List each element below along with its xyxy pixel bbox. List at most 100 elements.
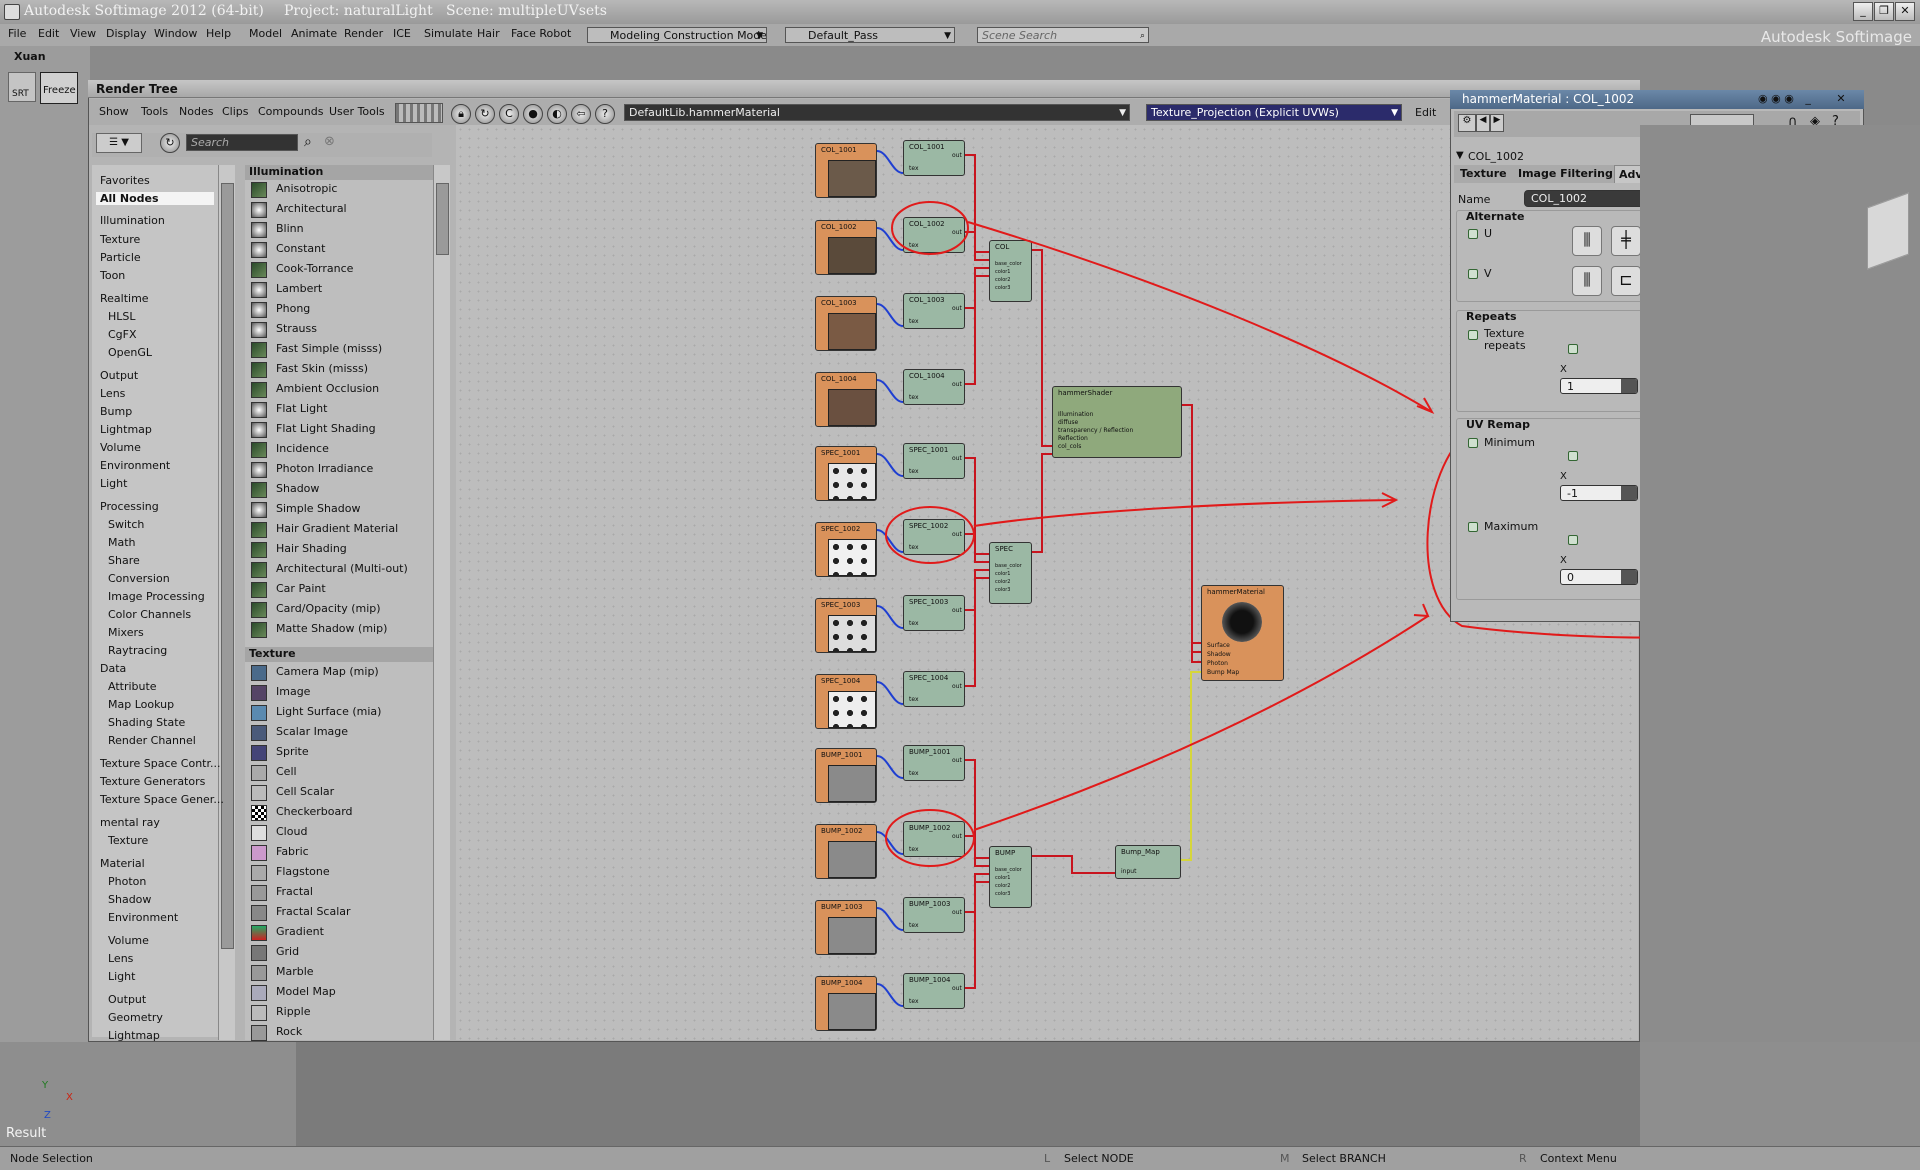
nav-item[interactable]: Lens <box>100 387 126 400</box>
prev-arrow-icon[interactable]: ◀ <box>1476 114 1490 132</box>
nav-item[interactable]: Illumination <box>100 214 165 227</box>
material-path-dropdown[interactable]: DefaultLib.hammerMaterial▼ <box>624 104 1130 121</box>
nav-item[interactable]: Light <box>108 970 136 983</box>
clear-icon[interactable]: C <box>499 104 519 124</box>
viewport-grid-area[interactable] <box>296 1042 1640 1146</box>
menu-model[interactable]: Model <box>249 27 283 40</box>
lock-icon[interactable]: 🔒︎ <box>451 104 471 124</box>
nav-item[interactable]: Favorites <box>100 174 150 187</box>
panel-close-icon[interactable]: ✕ <box>1836 92 1846 105</box>
main-viewport[interactable]: Y X Z Result <box>0 1042 1920 1146</box>
shader-port[interactable]: Reflection <box>1058 435 1088 442</box>
nav-item[interactable]: All Nodes <box>96 192 214 205</box>
node-list-item[interactable]: Cell <box>245 762 433 782</box>
node-list-item[interactable]: Cook-Torrance <box>245 259 433 279</box>
node-list-item[interactable]: Fractal Scalar <box>245 902 433 922</box>
nav-item[interactable]: Photon <box>108 875 147 888</box>
node-list-item[interactable]: Ambient Occlusion <box>245 379 433 399</box>
node-list-item[interactable]: Hair Shading <box>245 539 433 559</box>
v-flip-icon[interactable]: ⊏ <box>1611 266 1641 296</box>
nav-item[interactable]: Data <box>100 662 127 675</box>
scene-search-input[interactable]: Scene Search⌕ <box>977 27 1149 43</box>
nav-item[interactable]: Output <box>100 369 139 382</box>
nav-item[interactable]: Lightmap <box>108 1029 160 1042</box>
node-list-item[interactable]: Hair Gradient Material <box>245 519 433 539</box>
nav-item[interactable]: Toon <box>100 269 126 282</box>
node-port-out[interactable]: out <box>952 229 962 236</box>
nav-item[interactable]: Lightmap <box>100 423 152 436</box>
nav-item[interactable]: Texture <box>100 233 141 246</box>
node-port-tex[interactable]: tex <box>909 318 919 325</box>
u-flip-icon[interactable]: ╪ <box>1611 226 1641 256</box>
restore-button[interactable]: ❐ <box>1874 2 1894 21</box>
nav-item[interactable]: Environment <box>100 459 171 472</box>
rt-menu-tools[interactable]: Tools <box>141 105 169 118</box>
node-list-item[interactable]: Fractal <box>245 882 433 902</box>
shader-port[interactable]: Illumination <box>1058 411 1094 418</box>
node-port-tex[interactable]: tex <box>909 242 919 249</box>
shader-port[interactable]: diffuse <box>1058 419 1079 426</box>
nodelist-scrollbar[interactable] <box>433 165 450 1040</box>
mixer-port[interactable]: color1 <box>995 269 1011 275</box>
node-port-out[interactable]: out <box>952 381 962 388</box>
node-list-item[interactable]: Constant <box>245 239 433 259</box>
nav-item[interactable]: Material <box>100 857 145 870</box>
nav-item[interactable]: Map Lookup <box>108 698 175 711</box>
rt-menu-compounds[interactable]: Compounds <box>258 105 324 118</box>
image-node[interactable]: SPEC_1004 <box>815 674 877 729</box>
image-node[interactable]: COL_1002 <box>815 220 877 275</box>
clear-search-icon[interactable]: ⊗ <box>324 134 335 149</box>
minimum-field[interactable]: -1 <box>1560 485 1638 501</box>
node-port-tex[interactable]: tex <box>909 468 919 475</box>
menu-view[interactable]: View <box>70 27 97 40</box>
nav-item[interactable]: Realtime <box>100 292 149 305</box>
menu-face-robot[interactable]: Face Robot <box>511 27 572 40</box>
nav-item[interactable]: Share <box>108 554 140 567</box>
node-list-item[interactable]: Light Surface (mia) <box>245 702 433 722</box>
nav-item[interactable]: OpenGL <box>108 346 153 359</box>
nav-item[interactable]: Geometry <box>108 1011 163 1024</box>
maximum-checkbox[interactable] <box>1468 522 1478 532</box>
menu-help[interactable]: Help <box>206 27 232 40</box>
mixer-port[interactable]: color1 <box>995 875 1011 881</box>
nav-item[interactable]: Light <box>100 477 128 490</box>
sphere-preview-icon[interactable]: ● <box>523 104 543 124</box>
nav-item[interactable]: Texture Space Contr... <box>100 757 221 770</box>
material-port[interactable]: Shadow <box>1207 651 1231 658</box>
node-list-item[interactable]: Fast Simple (misss) <box>245 339 433 359</box>
menu-file[interactable]: File <box>8 27 27 40</box>
node-port-out[interactable]: out <box>952 607 962 614</box>
nav-item[interactable]: Color Channels <box>108 608 192 621</box>
nav-item[interactable]: Texture Generators <box>100 775 206 788</box>
menu-edit[interactable]: Edit <box>38 27 60 40</box>
menu-render[interactable]: Render <box>344 27 384 40</box>
node-port-tex[interactable]: tex <box>909 846 919 853</box>
node-list-item[interactable]: Flat Light <box>245 399 433 419</box>
search-icon[interactable]: ⌕ <box>1139 31 1145 41</box>
node-list-item[interactable]: Cloud <box>245 822 433 842</box>
node-list-item[interactable]: Camera Map (mip) <box>245 662 433 682</box>
node-list-item[interactable]: Incidence <box>245 439 433 459</box>
nav-scrollbar[interactable] <box>218 165 235 1040</box>
node-port-tex[interactable]: tex <box>909 165 919 172</box>
nav-item[interactable]: Texture <box>108 834 149 847</box>
node-list-item[interactable]: Architectural <box>245 199 433 219</box>
slider-knob[interactable] <box>1621 379 1637 393</box>
u-mirror-icon[interactable]: ⫼ <box>1572 226 1602 256</box>
mixer-port[interactable]: color2 <box>995 579 1011 585</box>
node-port-tex[interactable]: tex <box>909 922 919 929</box>
node-port-tex[interactable]: tex <box>909 620 919 627</box>
nav-item[interactable]: Conversion <box>108 572 170 585</box>
viewport[interactable] <box>1640 125 1920 1145</box>
node-port-out[interactable]: out <box>952 152 962 159</box>
refresh-icon[interactable]: ↻ <box>475 104 495 124</box>
link-icon[interactable]: ⚙ <box>1458 114 1476 132</box>
menu-animate[interactable]: Animate <box>291 27 338 40</box>
